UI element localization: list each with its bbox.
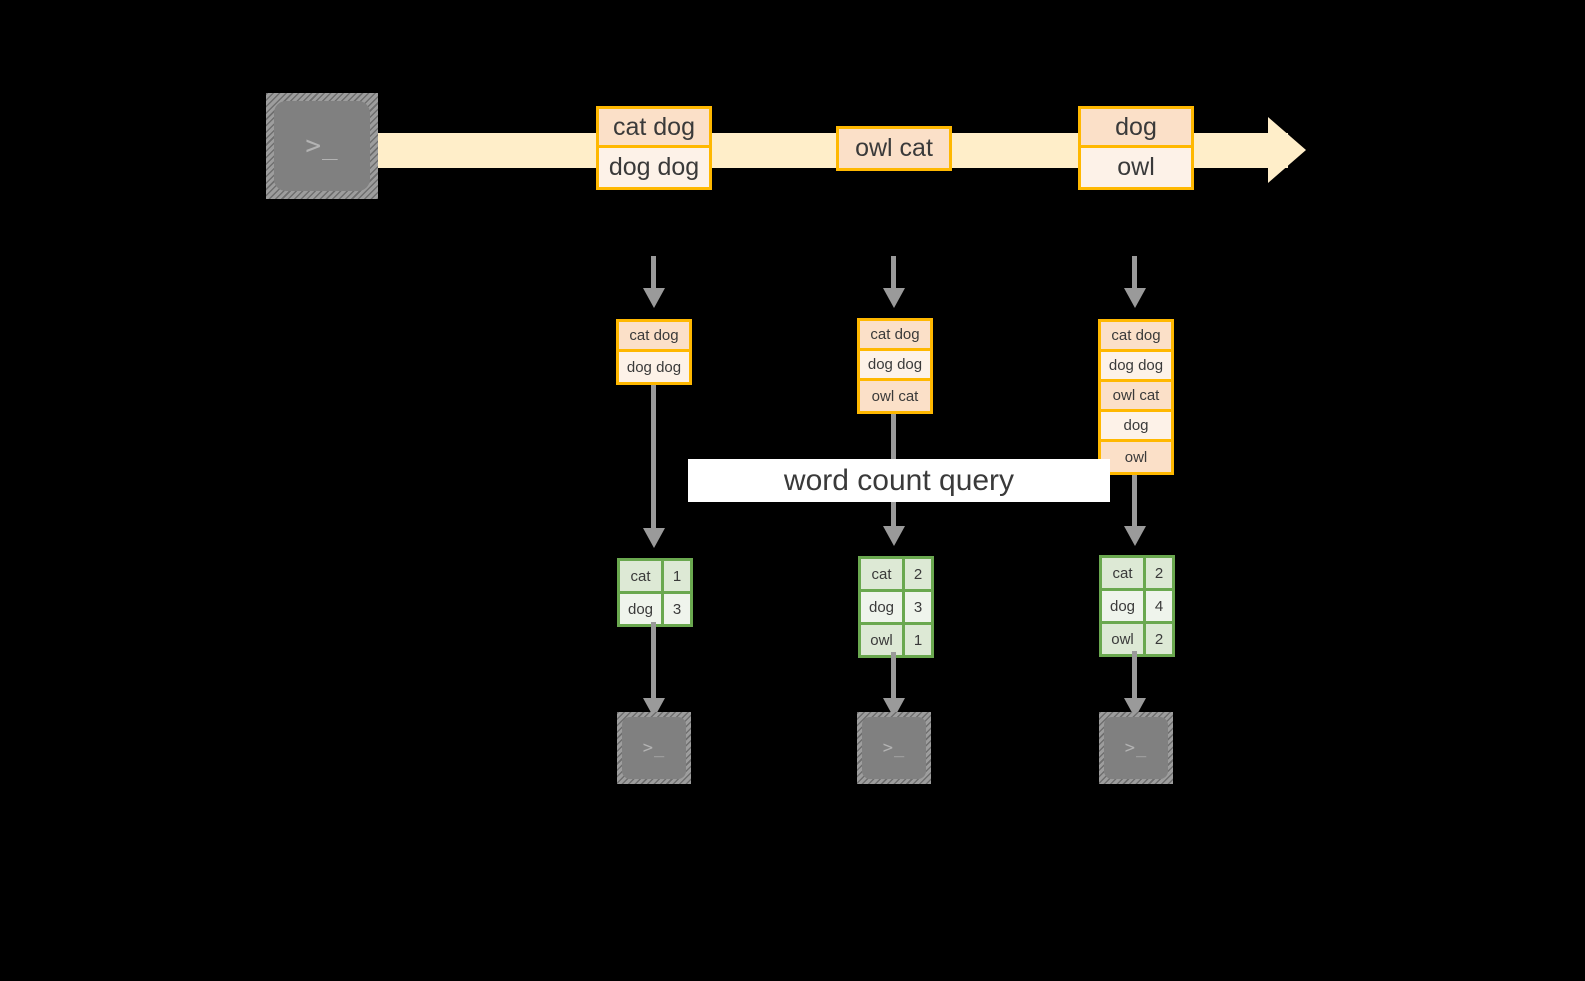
snapshot-2-result-table[interactable]: cat 2 dog 3 owl 1: [858, 556, 934, 658]
result-count: 4: [1146, 591, 1172, 621]
console-face: >_: [274, 101, 370, 191]
snapshot-2-state[interactable]: cat dog dog dog owl cat: [857, 318, 933, 414]
state-record: owl: [1101, 442, 1171, 472]
result-count: 1: [905, 625, 931, 655]
snapshot-2-sink-console[interactable]: >_: [857, 712, 931, 784]
timeline-arrowhead: [1268, 117, 1306, 183]
result-word: dog: [861, 592, 905, 622]
result-word: dog: [1102, 591, 1146, 621]
console-face: >_: [1104, 717, 1168, 779]
result-word: cat: [620, 561, 664, 591]
state-record: dog dog: [619, 352, 689, 382]
table-row: dog 3: [620, 594, 690, 624]
stream-record: owl: [1081, 148, 1191, 187]
snapshot-3-query-arrowhead: [1124, 526, 1146, 546]
result-count: 3: [905, 592, 931, 622]
result-word: cat: [1102, 558, 1146, 588]
terminal-prompt-icon: >_: [882, 738, 906, 758]
table-row: cat 1: [620, 561, 690, 594]
snapshot-1-tap-line: [651, 256, 656, 290]
table-row: owl 1: [861, 625, 931, 655]
terminal-prompt-icon: >_: [1124, 738, 1148, 758]
stream-record: dog: [1081, 109, 1191, 148]
stream-record: dog dog: [599, 148, 709, 187]
snapshot-3-result-table[interactable]: cat 2 dog 4 owl 2: [1099, 555, 1175, 657]
state-record: dog dog: [860, 351, 930, 381]
snapshot-3-state[interactable]: cat dog dog dog owl cat dog owl: [1098, 319, 1174, 475]
state-record: owl cat: [860, 381, 930, 411]
console-face: >_: [622, 717, 686, 779]
producer-console[interactable]: >_: [266, 93, 378, 199]
stream-record: cat dog: [599, 109, 709, 148]
snapshot-3-tap-line: [1132, 256, 1137, 290]
result-count: 1: [664, 561, 690, 591]
stream-record: owl cat: [839, 129, 949, 168]
stream-record-group-1[interactable]: cat dog dog dog: [596, 106, 712, 190]
result-count: 2: [1146, 624, 1172, 654]
terminal-prompt-icon: >_: [642, 738, 666, 758]
snapshot-3-sink-console[interactable]: >_: [1099, 712, 1173, 784]
terminal-prompt-icon: >_: [305, 131, 339, 161]
snapshot-3-query-line: [1132, 475, 1137, 529]
result-word: cat: [861, 559, 905, 589]
table-row: cat 2: [1102, 558, 1172, 591]
console-face: >_: [862, 717, 926, 779]
table-row: owl 2: [1102, 624, 1172, 654]
snapshot-1-query-line: [651, 385, 656, 530]
snapshot-1-query-arrowhead: [643, 528, 665, 548]
snapshot-2-tap-line: [891, 256, 896, 290]
result-count: 2: [905, 559, 931, 589]
state-record: cat dog: [860, 321, 930, 351]
snapshot-1-tap-arrowhead: [643, 288, 665, 308]
result-word: owl: [1102, 624, 1146, 654]
snapshot-2-sink-line: [891, 652, 896, 700]
snapshot-3-tap-arrowhead: [1124, 288, 1146, 308]
state-record: dog: [1101, 412, 1171, 442]
table-row: dog 4: [1102, 591, 1172, 624]
stream-record-group-2[interactable]: owl cat: [836, 126, 952, 171]
result-count: 3: [664, 594, 690, 624]
snapshot-2-query-arrowhead: [883, 526, 905, 546]
snapshot-1-state[interactable]: cat dog dog dog: [616, 319, 692, 385]
state-record: dog dog: [1101, 352, 1171, 382]
state-record: cat dog: [619, 322, 689, 352]
snapshot-1-result-table[interactable]: cat 1 dog 3: [617, 558, 693, 627]
snapshot-2-tap-arrowhead: [883, 288, 905, 308]
table-row: dog 3: [861, 592, 931, 625]
stream-record-group-3[interactable]: dog owl: [1078, 106, 1194, 190]
result-word: dog: [620, 594, 664, 624]
state-record: cat dog: [1101, 322, 1171, 352]
snapshot-1-sink-line: [651, 622, 656, 700]
state-record: owl cat: [1101, 382, 1171, 412]
table-row: cat 2: [861, 559, 931, 592]
snapshot-1-sink-console[interactable]: >_: [617, 712, 691, 784]
query-label: word count query: [688, 459, 1110, 502]
snapshot-3-sink-line: [1132, 651, 1137, 700]
result-word: owl: [861, 625, 905, 655]
result-count: 2: [1146, 558, 1172, 588]
